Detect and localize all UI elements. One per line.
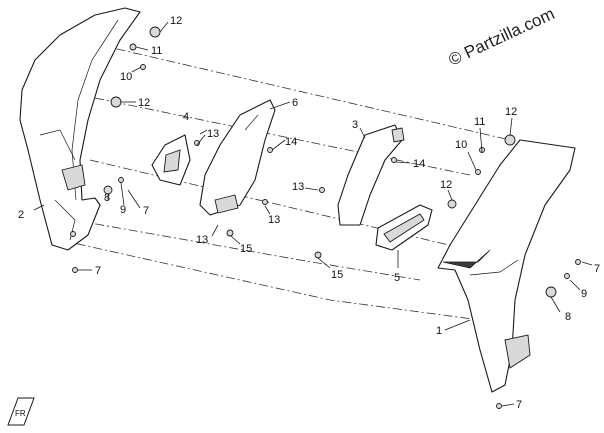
callout-14: 14: [413, 158, 425, 170]
callout-4: 4: [183, 111, 189, 123]
callout-6: 6: [292, 97, 298, 109]
callout-11: 11: [151, 45, 162, 57]
callout-10: 10: [455, 139, 467, 151]
callout-7: 7: [594, 263, 600, 275]
callout-13: 13: [292, 181, 304, 193]
inner-cover: [199, 99, 276, 216]
leader-lines: [33, 21, 593, 407]
vertical-bracket: [337, 124, 405, 226]
callout-7: 7: [143, 205, 149, 217]
callout-15: 15: [331, 269, 343, 281]
callout-7: 7: [516, 399, 522, 411]
left-side-panel: [19, 7, 141, 251]
callout-15: 15: [240, 243, 252, 255]
callout-8: 8: [565, 311, 571, 323]
callout-3: 3: [352, 119, 358, 131]
reflector: [375, 204, 433, 251]
callout-12: 12: [138, 97, 150, 109]
callout-9: 9: [581, 288, 587, 300]
callout-12: 12: [505, 106, 517, 118]
callout-5: 5: [394, 272, 400, 284]
callout-8: 8: [104, 192, 110, 204]
callout-1: 1: [436, 325, 442, 337]
front-marker-label: FR: [15, 409, 26, 418]
callout-7: 7: [95, 265, 101, 277]
callout-12: 12: [170, 15, 182, 27]
callout-numbers: 12 11 10 12 2 8 9 7 7 4 13 6 14 13 13 15…: [18, 15, 600, 411]
callout-12: 12: [440, 179, 452, 191]
callout-11: 11: [474, 116, 485, 128]
callout-13: 13: [207, 128, 219, 140]
callout-9: 9: [120, 204, 126, 216]
callout-2: 2: [18, 209, 24, 221]
callout-13: 13: [196, 234, 208, 246]
front-direction-marker: FR: [7, 397, 35, 426]
callout-10: 10: [120, 71, 132, 83]
callout-14: 14: [285, 136, 297, 148]
bracket: [151, 134, 191, 186]
callout-13: 13: [268, 214, 280, 226]
watermark: © Partzilla.com: [446, 4, 558, 70]
right-side-panel: [437, 139, 576, 393]
